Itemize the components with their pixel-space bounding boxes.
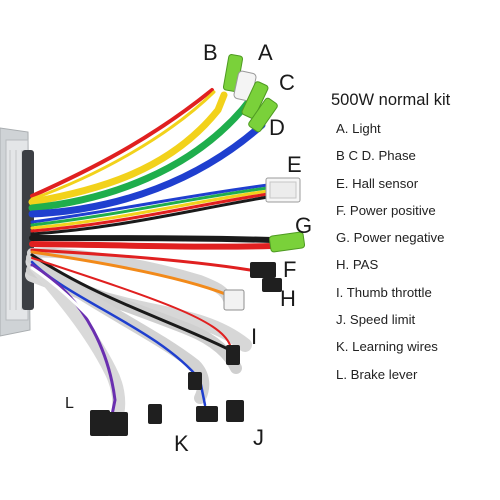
pas-connector-h — [223, 289, 245, 311]
label-k: K — [174, 431, 189, 456]
legend-item: H. PAS — [336, 257, 379, 273]
label-b: B — [203, 40, 218, 65]
wire-legend: A. Light B C D. Phase E. Hall sensor F. … — [336, 120, 445, 393]
power-connector-g — [268, 231, 306, 253]
speed-limit-connector-j — [196, 400, 244, 422]
legend-item: F. Power positive — [336, 202, 436, 218]
sheath-cables — [25, 247, 252, 419]
power-connector-f — [250, 262, 282, 292]
legend-item: K. Learning wires — [336, 339, 438, 355]
legend-item: I. Thumb throttle — [336, 284, 432, 300]
label-e: E — [287, 152, 302, 177]
learning-connector-k — [148, 404, 162, 424]
label-j: J — [253, 425, 264, 450]
legend-item: G. Power negative — [336, 230, 445, 246]
throttle-connector-i — [188, 345, 240, 390]
phase-connector-d — [248, 97, 278, 133]
label-f: F — [283, 257, 297, 282]
label-a: A — [258, 40, 273, 65]
phase-connector-c — [241, 81, 269, 119]
legend-item: J. Speed limit — [336, 312, 416, 328]
label-l: L — [65, 395, 74, 412]
hall-connector-e — [265, 177, 301, 203]
controller-box — [0, 127, 34, 337]
label-g: G — [295, 213, 313, 238]
legend-item: A. Light — [336, 121, 381, 136]
colored-wires — [28, 88, 275, 417]
label-i: I — [251, 324, 258, 349]
legend-item: L. Brake lever — [336, 366, 418, 382]
connectors — [90, 54, 306, 436]
legend-item: E. Hall sensor — [336, 175, 419, 191]
label-c: C — [279, 70, 295, 95]
label-d: D — [269, 115, 285, 140]
label-h: H — [280, 286, 296, 311]
brake-connector-l — [90, 410, 128, 436]
legend-item: B C D. Phase — [336, 148, 416, 164]
kit-title: 500W normal kit — [331, 91, 451, 109]
